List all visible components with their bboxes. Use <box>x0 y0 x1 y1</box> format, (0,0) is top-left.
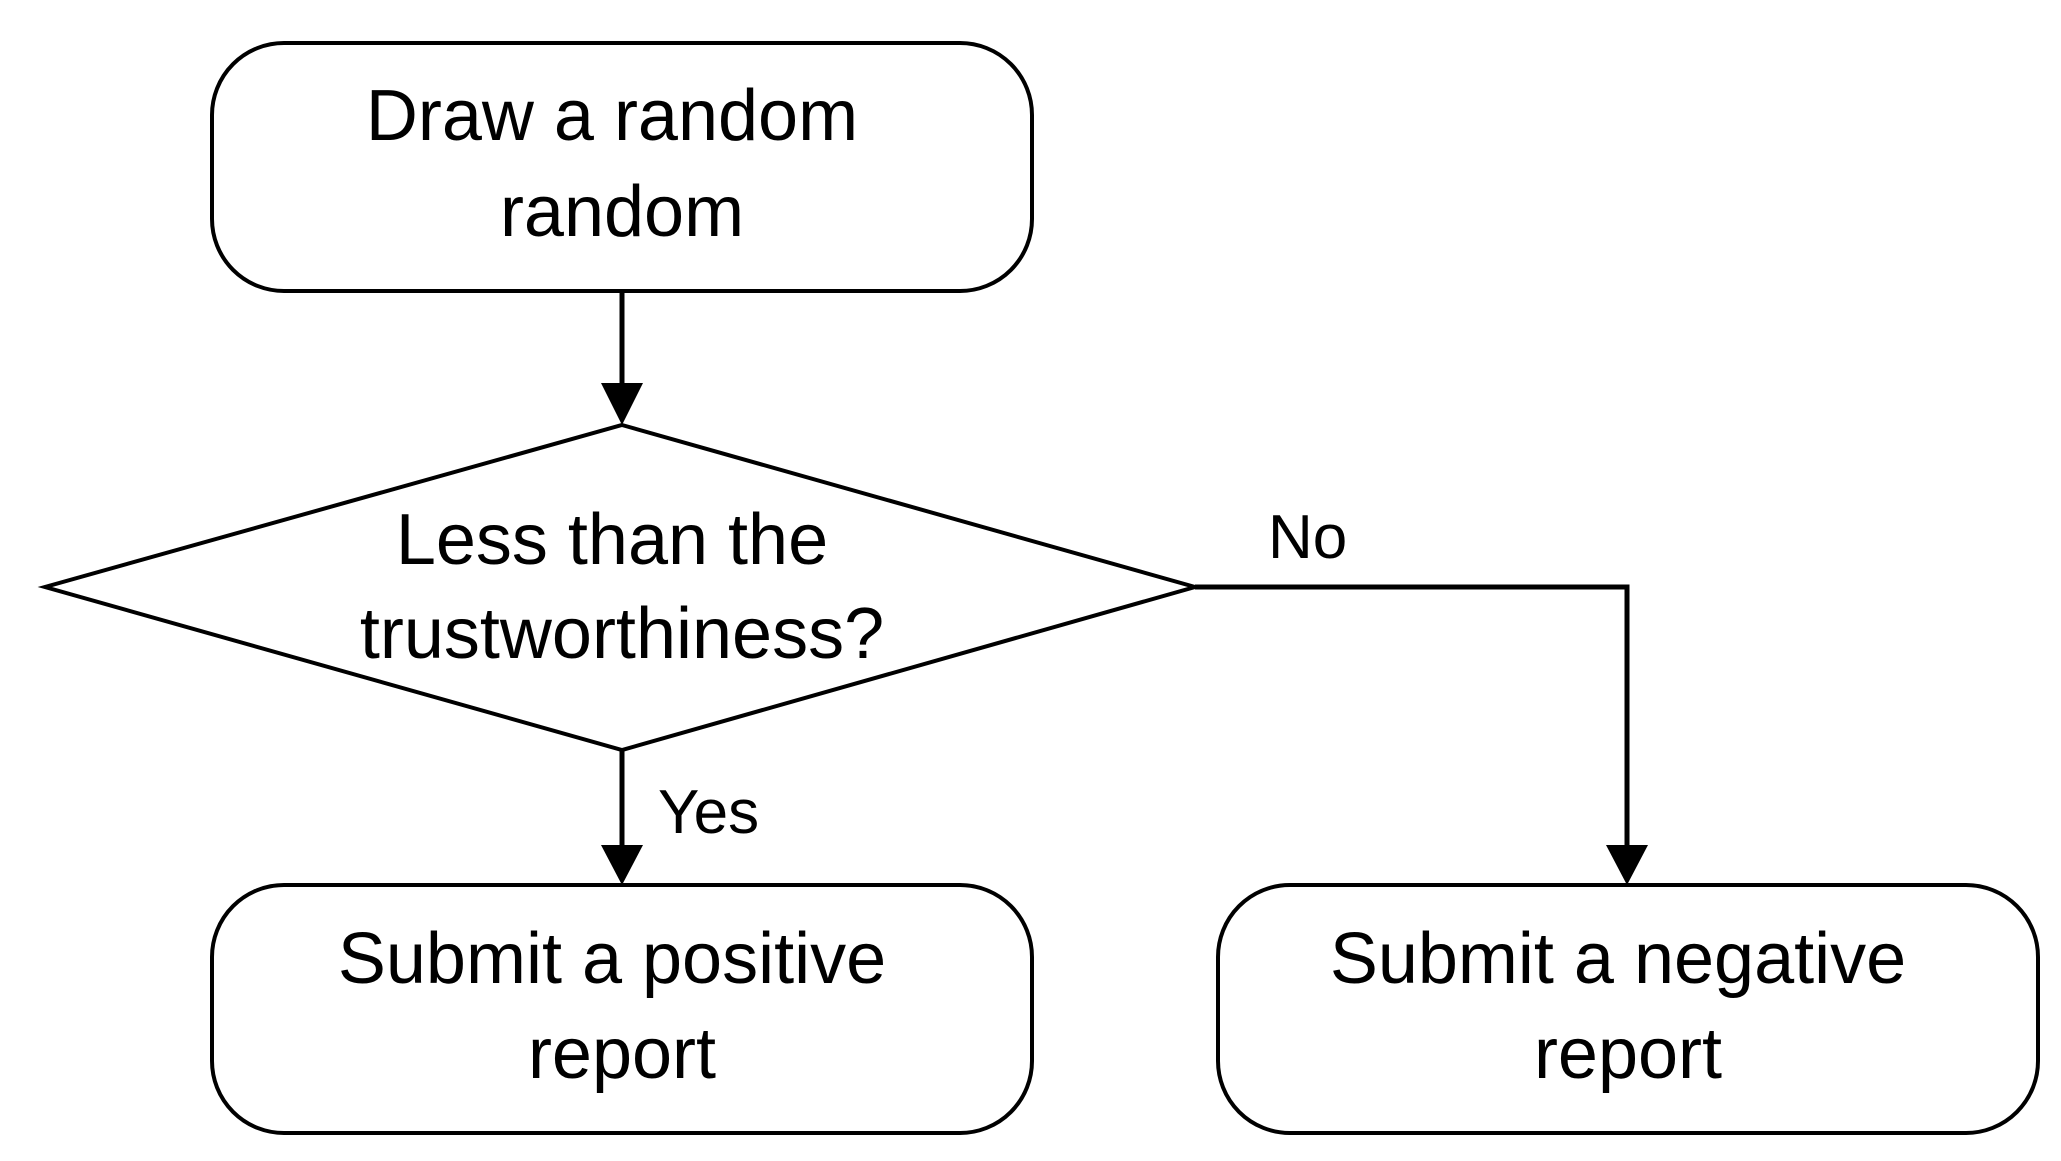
positive-report-node-line-2: report <box>528 1014 716 1094</box>
decision-node-line-1: Less than the <box>396 500 828 580</box>
start-node-line-1: Draw a random <box>366 76 858 156</box>
negative-report-node-line-2: report <box>1534 1014 1722 1094</box>
positive-report-node-line-1: Submit a positive <box>338 919 886 999</box>
decision-node-text: Less than the trustworthiness? <box>360 500 884 674</box>
edge-decision-to-negative-line <box>1195 584 1630 850</box>
start-node-text: Draw a random random <box>366 76 878 252</box>
edge-label-yes: Yes <box>658 778 759 847</box>
negative-report-node-box <box>1216 883 2040 1135</box>
negative-report-node-line-1: Submit a negative <box>1330 919 1906 999</box>
negative-report-node-text: Submit a negative report <box>1330 919 1926 1094</box>
edge-start-to-decision-arrowhead <box>601 383 643 425</box>
decision-node: Less than the trustworthiness? <box>37 422 1203 753</box>
positive-report-node: Submit a positive report <box>210 883 1034 1135</box>
negative-report-node: Submit a negative report <box>1216 883 2040 1135</box>
decision-node-diamond <box>37 422 1203 753</box>
decision-node-line-2: trustworthiness? <box>360 594 884 674</box>
edge-label-no: No <box>1268 503 1347 572</box>
start-node-line-2: random <box>500 172 744 252</box>
positive-report-node-text: Submit a positive report <box>338 919 906 1094</box>
edge-decision-to-negative: No <box>1195 503 1648 885</box>
positive-report-node-box <box>210 883 1034 1135</box>
edge-decision-to-positive-arrowhead <box>601 845 643 885</box>
edge-start-to-decision <box>601 291 643 425</box>
edge-decision-to-negative-arrowhead <box>1606 845 1648 885</box>
edge-decision-to-positive: Yes <box>601 750 759 885</box>
start-node: Draw a random random <box>210 41 1034 293</box>
